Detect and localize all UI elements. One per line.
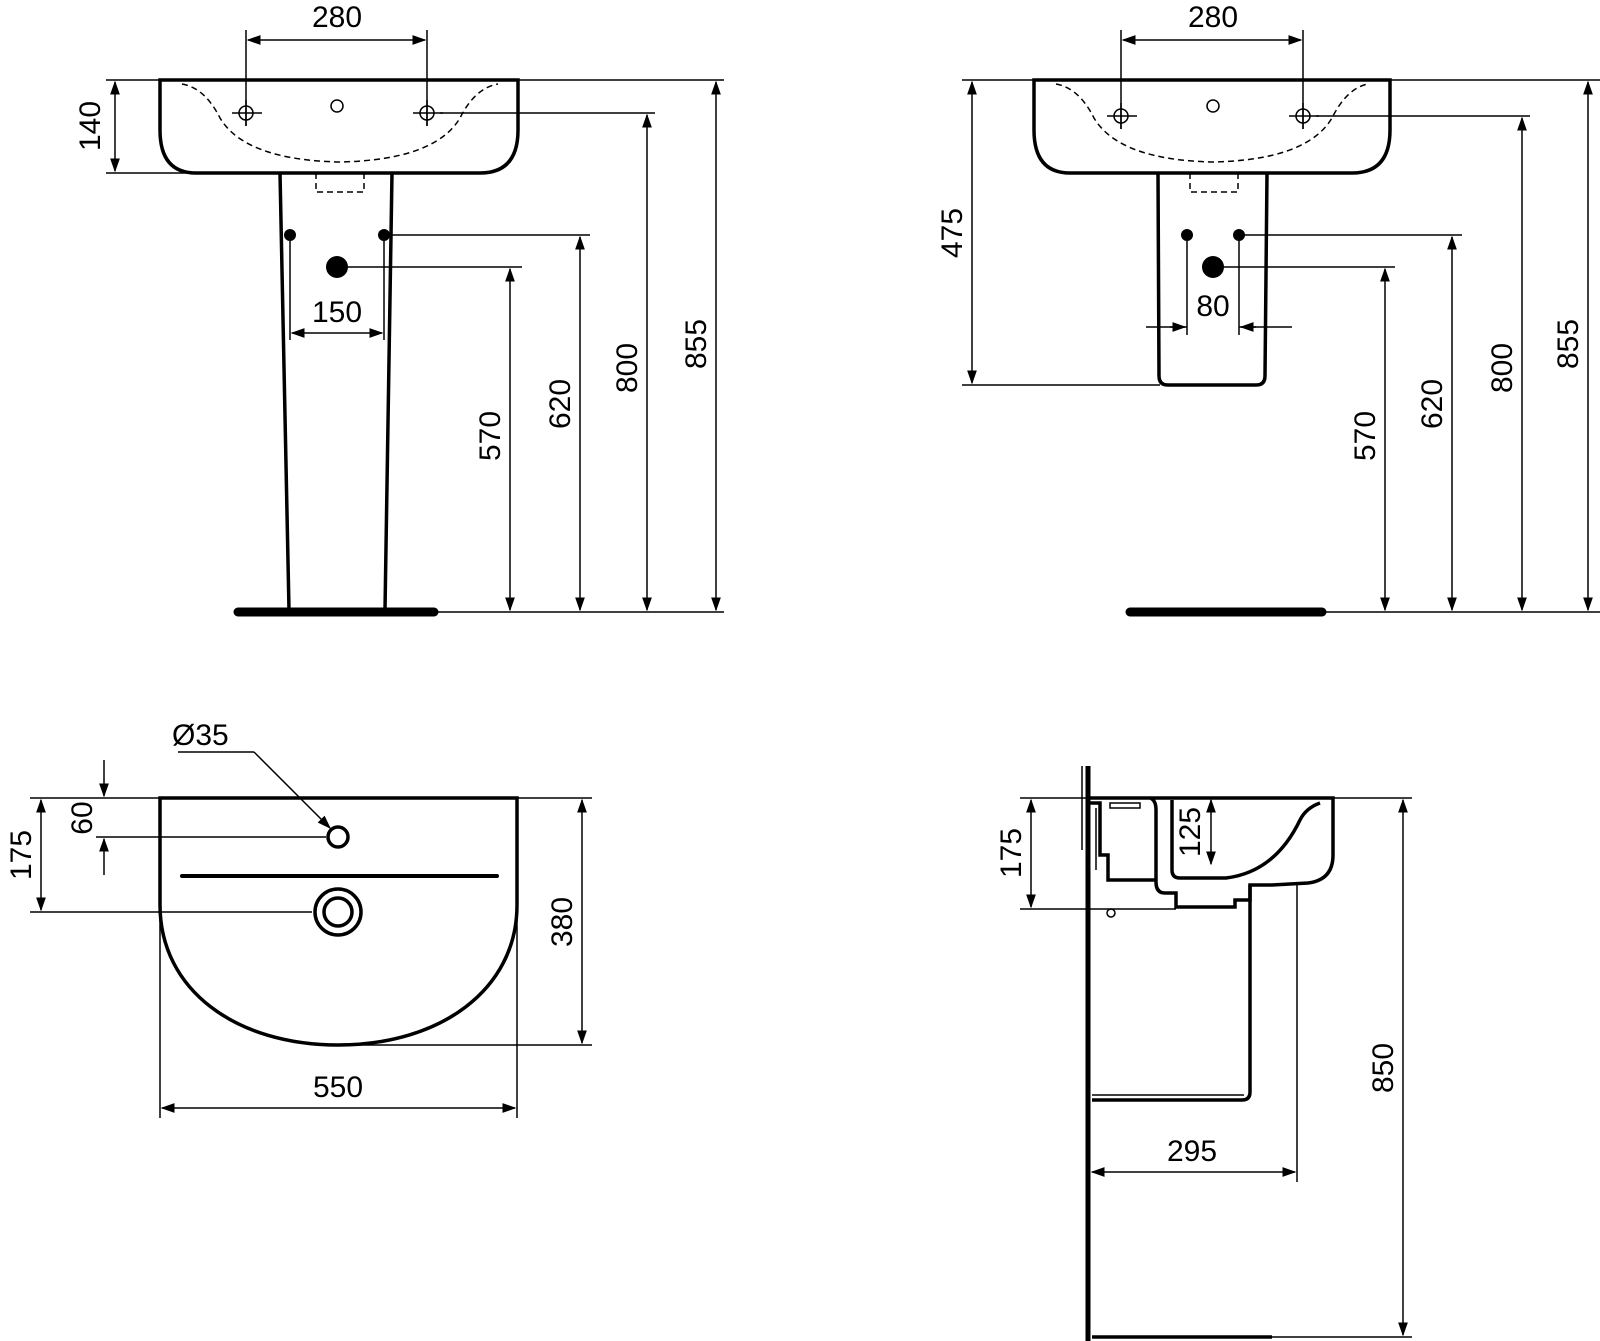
back-fixing-block	[1090, 801, 1156, 882]
semi-pedestal-outline	[1156, 172, 1269, 387]
center-hole-icon	[1206, 99, 1220, 113]
bowl-hidden-line	[1055, 83, 1369, 163]
dim-projection: 295	[1167, 1135, 1217, 1168]
dim-tap-hole-diameter: Ø35	[172, 719, 229, 752]
basin-side-outline	[1090, 796, 1335, 909]
dim-overall-height: 855	[1552, 319, 1585, 369]
basin-plan-outline	[158, 796, 519, 1047]
overflow-hidden	[1189, 173, 1239, 193]
basin-outline	[1032, 78, 1392, 175]
fixing-bolt-icon	[1106, 908, 1116, 918]
dim-depth: 380	[546, 897, 579, 947]
side-view: 125 175 850 295	[995, 766, 1412, 1341]
dim-fixing-height: 620	[1416, 379, 1449, 429]
dim-waste-offset: 175	[5, 830, 38, 880]
dim-bowl-depth: 125	[1174, 807, 1207, 857]
dim-fixing-spacing: 150	[312, 296, 362, 329]
dim-overall-height: 855	[680, 319, 713, 369]
tap-hole-icon	[1289, 103, 1319, 129]
bowl-inner-line	[1170, 800, 1321, 880]
dim-width: 550	[313, 1071, 363, 1104]
bowl-hidden-line	[181, 83, 499, 163]
dim-tap-hole-offset: 60	[66, 801, 99, 834]
dim-fixing-height: 620	[544, 379, 577, 429]
waste-outlet-icon	[313, 887, 363, 937]
fixing-point-icon	[378, 229, 390, 241]
fixing-point-icon	[1233, 229, 1245, 241]
shroud-side-outline	[1092, 885, 1252, 1102]
dim-fixing-offset: 175	[995, 828, 1028, 878]
dim-fixing-spacing: 80	[1196, 290, 1229, 323]
overflow-hidden	[315, 173, 365, 193]
dim-waste-height: 570	[474, 411, 507, 461]
dim-side-height: 850	[1367, 1043, 1400, 1093]
dim-shroud-height: 475	[936, 208, 969, 258]
tap-hole-icon	[232, 100, 262, 126]
fixing-point-icon	[1181, 229, 1193, 241]
basin-outline	[158, 78, 520, 175]
front-view-pedestal: 280 140 150 570 620 800 855	[74, 1, 724, 617]
pedestal-outline	[278, 172, 394, 611]
dim-tap-spacing: 280	[1188, 1, 1238, 34]
dim-waste-height: 570	[1349, 411, 1382, 461]
tap-hole-icon	[1107, 103, 1137, 129]
dim-tap-spacing: 280	[312, 1, 362, 34]
waste-outlet-icon	[326, 256, 348, 278]
dim-leader	[253, 751, 331, 829]
front-view-semi-pedestal: 280 80 475 570 620 800 855	[936, 1, 1600, 617]
tap-hole-icon	[413, 100, 443, 126]
dim-rim-height: 800	[1486, 343, 1519, 393]
plan-view: Ø35 60 175 380 550	[5, 719, 592, 1118]
waste-outlet-icon	[1202, 256, 1224, 278]
dim-rim-height: 800	[611, 343, 644, 393]
fixing-point-icon	[284, 229, 296, 241]
tap-hole-icon	[326, 825, 350, 849]
dim-basin-height: 140	[74, 101, 107, 151]
center-hole-icon	[330, 99, 344, 113]
